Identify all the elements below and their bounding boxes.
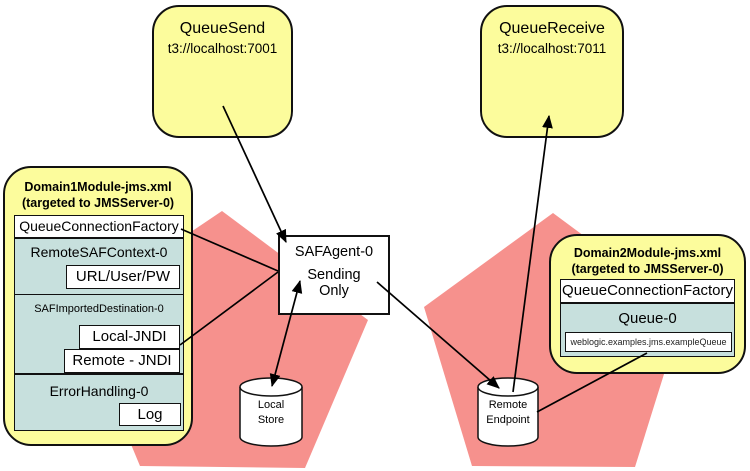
queue-jndi-name-box: weblogic.examples.jms.exampleQueue: [565, 332, 732, 352]
local-store-label-line1: Local: [257, 399, 285, 411]
log-box: Log: [119, 403, 181, 426]
saf-agent-mode-line2: Only: [319, 283, 349, 299]
domain2-module-panel: Domain2Module-jms.xml (targeted to JMSSe…: [549, 234, 746, 374]
error-handling-box: ErrorHandling-0 Log: [14, 374, 184, 431]
remote-jndi-box: Remote - JNDI: [64, 349, 180, 373]
queue-send-title: QueueSend: [179, 20, 266, 37]
local-jndi-box: Local-JNDI: [79, 325, 180, 349]
queue-receive-client: QueueReceive t3://localhost:7011: [480, 5, 624, 138]
queue-0-label: Queue-0: [618, 310, 677, 327]
domain1-module-title-line1: Domain1Module-jms.xml: [24, 180, 172, 194]
queue-send-client: QueueSend t3://localhost:7001: [152, 5, 293, 138]
remote-saf-context-label: RemoteSAFContext-0: [30, 244, 168, 260]
local-store-label: Local Store: [240, 398, 302, 428]
domain2-module-title: Domain2Module-jms.xml (targeted to JMSSe…: [551, 246, 744, 277]
remote-endpoint-label-line2: Endpoint: [486, 414, 530, 426]
local-store-label-line2: Store: [257, 414, 285, 426]
queue-0-box: Queue-0 weblogic.examples.jms.exampleQue…: [560, 303, 735, 357]
saf-imported-destination-box: SAFImportedDestination-0 Local-JNDI Remo…: [14, 294, 184, 374]
domain1-module-title-line2: (targeted to JMSServer-0): [21, 195, 175, 210]
domain1-module-title: Domain1Module-jms.xml (targeted to JMSSe…: [5, 180, 191, 211]
queue-receive-title: QueueReceive: [499, 20, 605, 37]
url-user-pw-box: URL/User/PW: [66, 265, 180, 289]
remote-endpoint-label-line1: Remote: [488, 399, 528, 411]
saf-agent-box: SAFAgent-0 Sending Only: [278, 235, 390, 315]
queue-receive-url: t3://localhost:7011: [497, 41, 607, 56]
saf-agent-mode-line1: Sending: [307, 267, 361, 283]
queue-send-url: t3://localhost:7001: [167, 41, 278, 56]
saf-agent-name: SAFAgent-0: [294, 244, 374, 260]
remote-endpoint-label: Remote Endpoint: [475, 398, 541, 428]
domain1-queue-connection-factory: QueueConnectionFactory: [14, 215, 184, 238]
error-handling-label: ErrorHandling-0: [49, 383, 149, 399]
saf-imported-destination-label: SAFImportedDestination-0: [34, 303, 164, 315]
domain2-module-title-line2: (targeted to JMSServer-0): [571, 261, 724, 276]
domain2-module-title-line1: Domain2Module-jms.xml: [573, 246, 722, 260]
domain2-queue-connection-factory: QueueConnectionFactory: [560, 279, 735, 303]
domain1-module-panel: Domain1Module-jms.xml (targeted to JMSSe…: [3, 166, 193, 446]
remote-saf-context-box: RemoteSAFContext-0 URL/User/PW: [14, 238, 184, 295]
